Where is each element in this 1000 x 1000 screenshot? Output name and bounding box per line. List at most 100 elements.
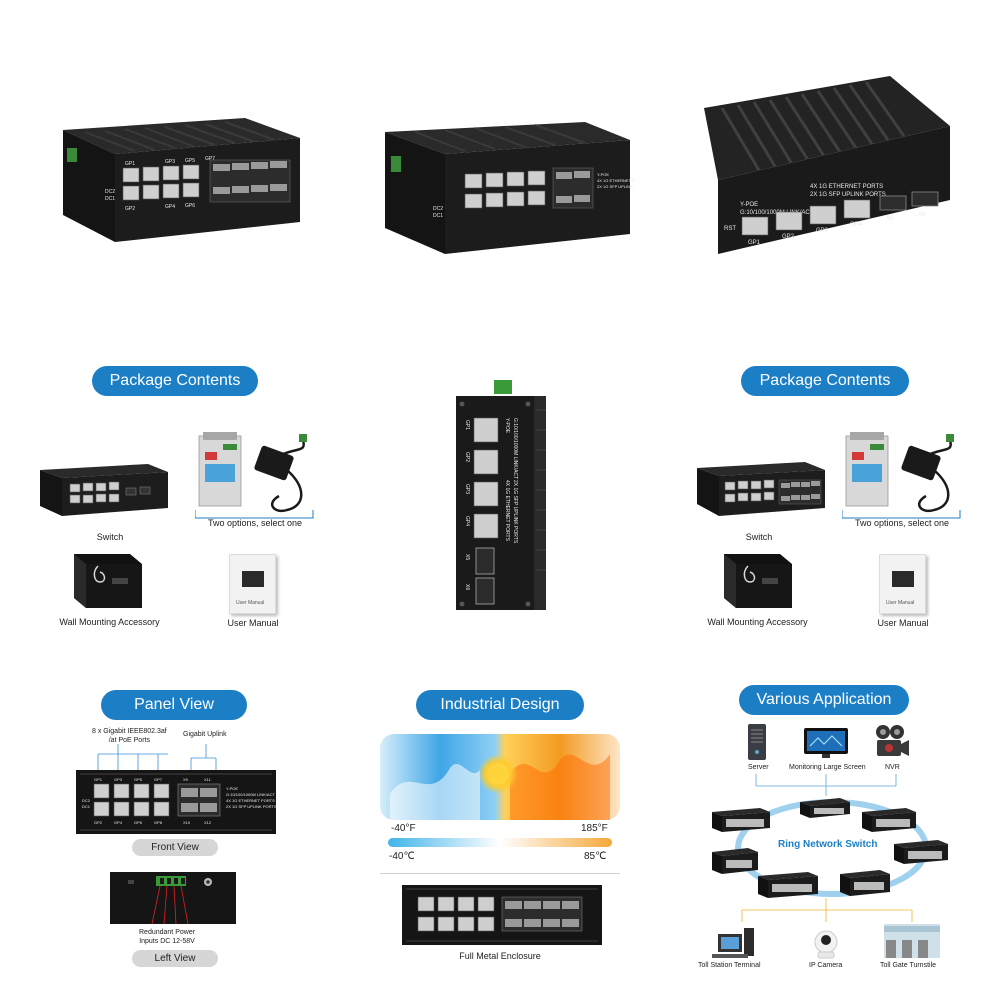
front-view-label: Front View <box>132 839 218 856</box>
power-options-image-right <box>842 432 961 519</box>
svg-text:2X 1G SFP UPLINK PORTS: 2X 1G SFP UPLINK PORTS <box>597 184 635 189</box>
switch-photo-16port: DC2 DC1 GP1 GP3 GP5 GP7 GP2 GP4 GP6 <box>63 118 300 242</box>
svg-text:GP7: GP7 <box>154 777 163 782</box>
svg-text:4X 1G ETHERNET PORTS: 4X 1G ETHERNET PORTS <box>597 178 635 183</box>
power-options-caption-right: Two options, select one <box>854 518 950 528</box>
ip-camera-icon <box>814 930 838 959</box>
svg-text:4X 1G ETHERNET PORTS: 4X 1G ETHERNET PORTS <box>810 184 883 190</box>
svg-text:GP5: GP5 <box>185 158 195 164</box>
left-panel-diagram <box>110 872 236 925</box>
svg-text:4X 1G ETHERNET PORTS: 4X 1G ETHERNET PORTS <box>504 480 510 542</box>
ip-camera-caption: IP Camera <box>809 962 843 969</box>
svg-text:GP4: GP4 <box>464 516 470 526</box>
toll-station-caption: Toll Station Terminal <box>698 962 761 969</box>
svg-text:GP2: GP2 <box>464 452 470 462</box>
temperature-bar <box>388 838 612 847</box>
redundant-power-label: Redundant Power Inputs DC 12-58V <box>139 929 196 945</box>
svg-text:GP4: GP4 <box>114 820 123 825</box>
dc-label: DC2 <box>105 189 115 195</box>
switch-photo-6port: Y-POE G:10/100/1000M LINK/ACT 4X 1G ETHE… <box>704 76 950 254</box>
left-view-label: Left View <box>132 950 218 967</box>
celsius-low: -40℃ <box>389 851 415 862</box>
package-contents-title-right: Package Contents <box>741 366 909 396</box>
temperature-graphic <box>380 734 620 820</box>
svg-text:Y-POE: Y-POE <box>504 418 510 434</box>
svg-text:DC1: DC1 <box>105 196 115 202</box>
enclosure-divider <box>380 873 620 874</box>
user-manual-image-right: User Manual <box>879 554 926 614</box>
fahrenheit-high: 185°F <box>581 823 608 834</box>
package-switch-caption-left: Switch <box>96 532 124 542</box>
svg-text:X11: X11 <box>204 777 212 782</box>
svg-text:GP4: GP4 <box>165 204 175 210</box>
svg-text:X5: X5 <box>464 554 470 560</box>
svg-text:GP6: GP6 <box>134 820 143 825</box>
user-manual-image-left: User Manual <box>229 554 276 614</box>
full-metal-enclosure-caption: Full Metal Enclosure <box>459 951 541 961</box>
svg-text:X9: X9 <box>183 777 189 782</box>
svg-text:DC2: DC2 <box>433 206 443 212</box>
rj45-ports <box>122 164 200 201</box>
poe-ports-label: 8 x Gigabit IEEE802.3af /at PoE Ports <box>92 728 167 744</box>
svg-text:GP3: GP3 <box>816 228 829 234</box>
nvr-icon <box>876 725 909 756</box>
monitor-screen-icon <box>804 728 848 758</box>
wall-mount-caption-right: Wall Mounting Accessory <box>707 617 808 627</box>
svg-text:GP8: GP8 <box>154 820 163 825</box>
full-metal-enclosure-image <box>402 885 602 945</box>
svg-text:GP1: GP1 <box>125 161 135 167</box>
svg-text:GP4: GP4 <box>850 222 863 228</box>
svg-text:X5: X5 <box>886 216 894 222</box>
svg-text:4X 1G ETHERNET PORTS: 4X 1G ETHERNET PORTS <box>226 798 275 803</box>
svg-text:GP1: GP1 <box>94 777 103 782</box>
svg-text:GP2: GP2 <box>94 820 103 825</box>
wall-mount-caption-left: Wall Mounting Accessory <box>59 617 160 627</box>
wall-mount-image-right <box>724 554 792 608</box>
svg-text:X12: X12 <box>204 820 212 825</box>
svg-text:Y-POE: Y-POE <box>226 786 238 791</box>
svg-text:GP3: GP3 <box>114 777 123 782</box>
turnstile-caption: Toll Gate Turnstile <box>880 962 937 969</box>
svg-text:GP3: GP3 <box>165 159 175 165</box>
server-icon <box>748 724 766 760</box>
panel-view-title: Panel View <box>101 690 247 720</box>
switch-photo-vertical: GP1 GP2 GP3 GP4 X5 X6 Y-POE G:10/100/100… <box>456 380 546 610</box>
power-options-caption-left: Two options, select one <box>207 518 303 528</box>
svg-text:GP1: GP1 <box>464 420 470 430</box>
gigabit-uplink-label: Gigabit Uplink <box>183 731 227 738</box>
svg-text:2X 1G SFP UPLINK PORTS: 2X 1G SFP UPLINK PORTS <box>810 192 886 198</box>
svg-text:RST: RST <box>724 226 736 232</box>
various-application-title: Various Application <box>739 685 909 715</box>
svg-text:G:10/100/1000M LINK/ACT: G:10/100/1000M LINK/ACT <box>512 418 518 479</box>
svg-text:DC1: DC1 <box>82 804 91 809</box>
svg-text:DC2: DC2 <box>82 798 91 803</box>
turnstile-icon <box>884 924 940 958</box>
svg-text:2X 1G SFP UPLINK PORTS: 2X 1G SFP UPLINK PORTS <box>226 804 276 809</box>
fahrenheit-low: -40°F <box>391 823 416 834</box>
wall-mount-image-left <box>74 554 142 608</box>
ring-network-diagram <box>712 774 948 959</box>
svg-text:GP1: GP1 <box>748 240 761 246</box>
celsius-high: 85℃ <box>584 851 607 862</box>
svg-text:GP2: GP2 <box>125 206 135 212</box>
svg-text:G:10/100/1000M LINK/ACT: G:10/100/1000M LINK/ACT <box>226 792 275 797</box>
package-contents-title-left: Package Contents <box>92 366 258 396</box>
svg-text:GP7: GP7 <box>205 156 215 162</box>
svg-text:Y-POE: Y-POE <box>597 172 609 177</box>
sfp-ports <box>209 159 291 203</box>
monitor-screen-caption: Monitoring Large Screen <box>789 764 866 771</box>
user-manual-caption-left: User Manual <box>227 618 279 628</box>
svg-text:GP5: GP5 <box>134 777 143 782</box>
power-options-image-left <box>195 432 314 519</box>
package-switch-caption-right: Switch <box>745 532 773 542</box>
toll-terminal-icon <box>712 928 754 958</box>
svg-text:GP2: GP2 <box>782 234 795 240</box>
server-caption: Server <box>748 764 769 771</box>
nvr-caption: NVR <box>885 764 900 771</box>
svg-text:X6: X6 <box>918 212 926 218</box>
svg-text:DC1: DC1 <box>433 213 443 219</box>
svg-text:GP6: GP6 <box>185 203 195 209</box>
svg-text:2X 1G SFP UPLINK PORTS: 2X 1G SFP UPLINK PORTS <box>512 480 518 544</box>
